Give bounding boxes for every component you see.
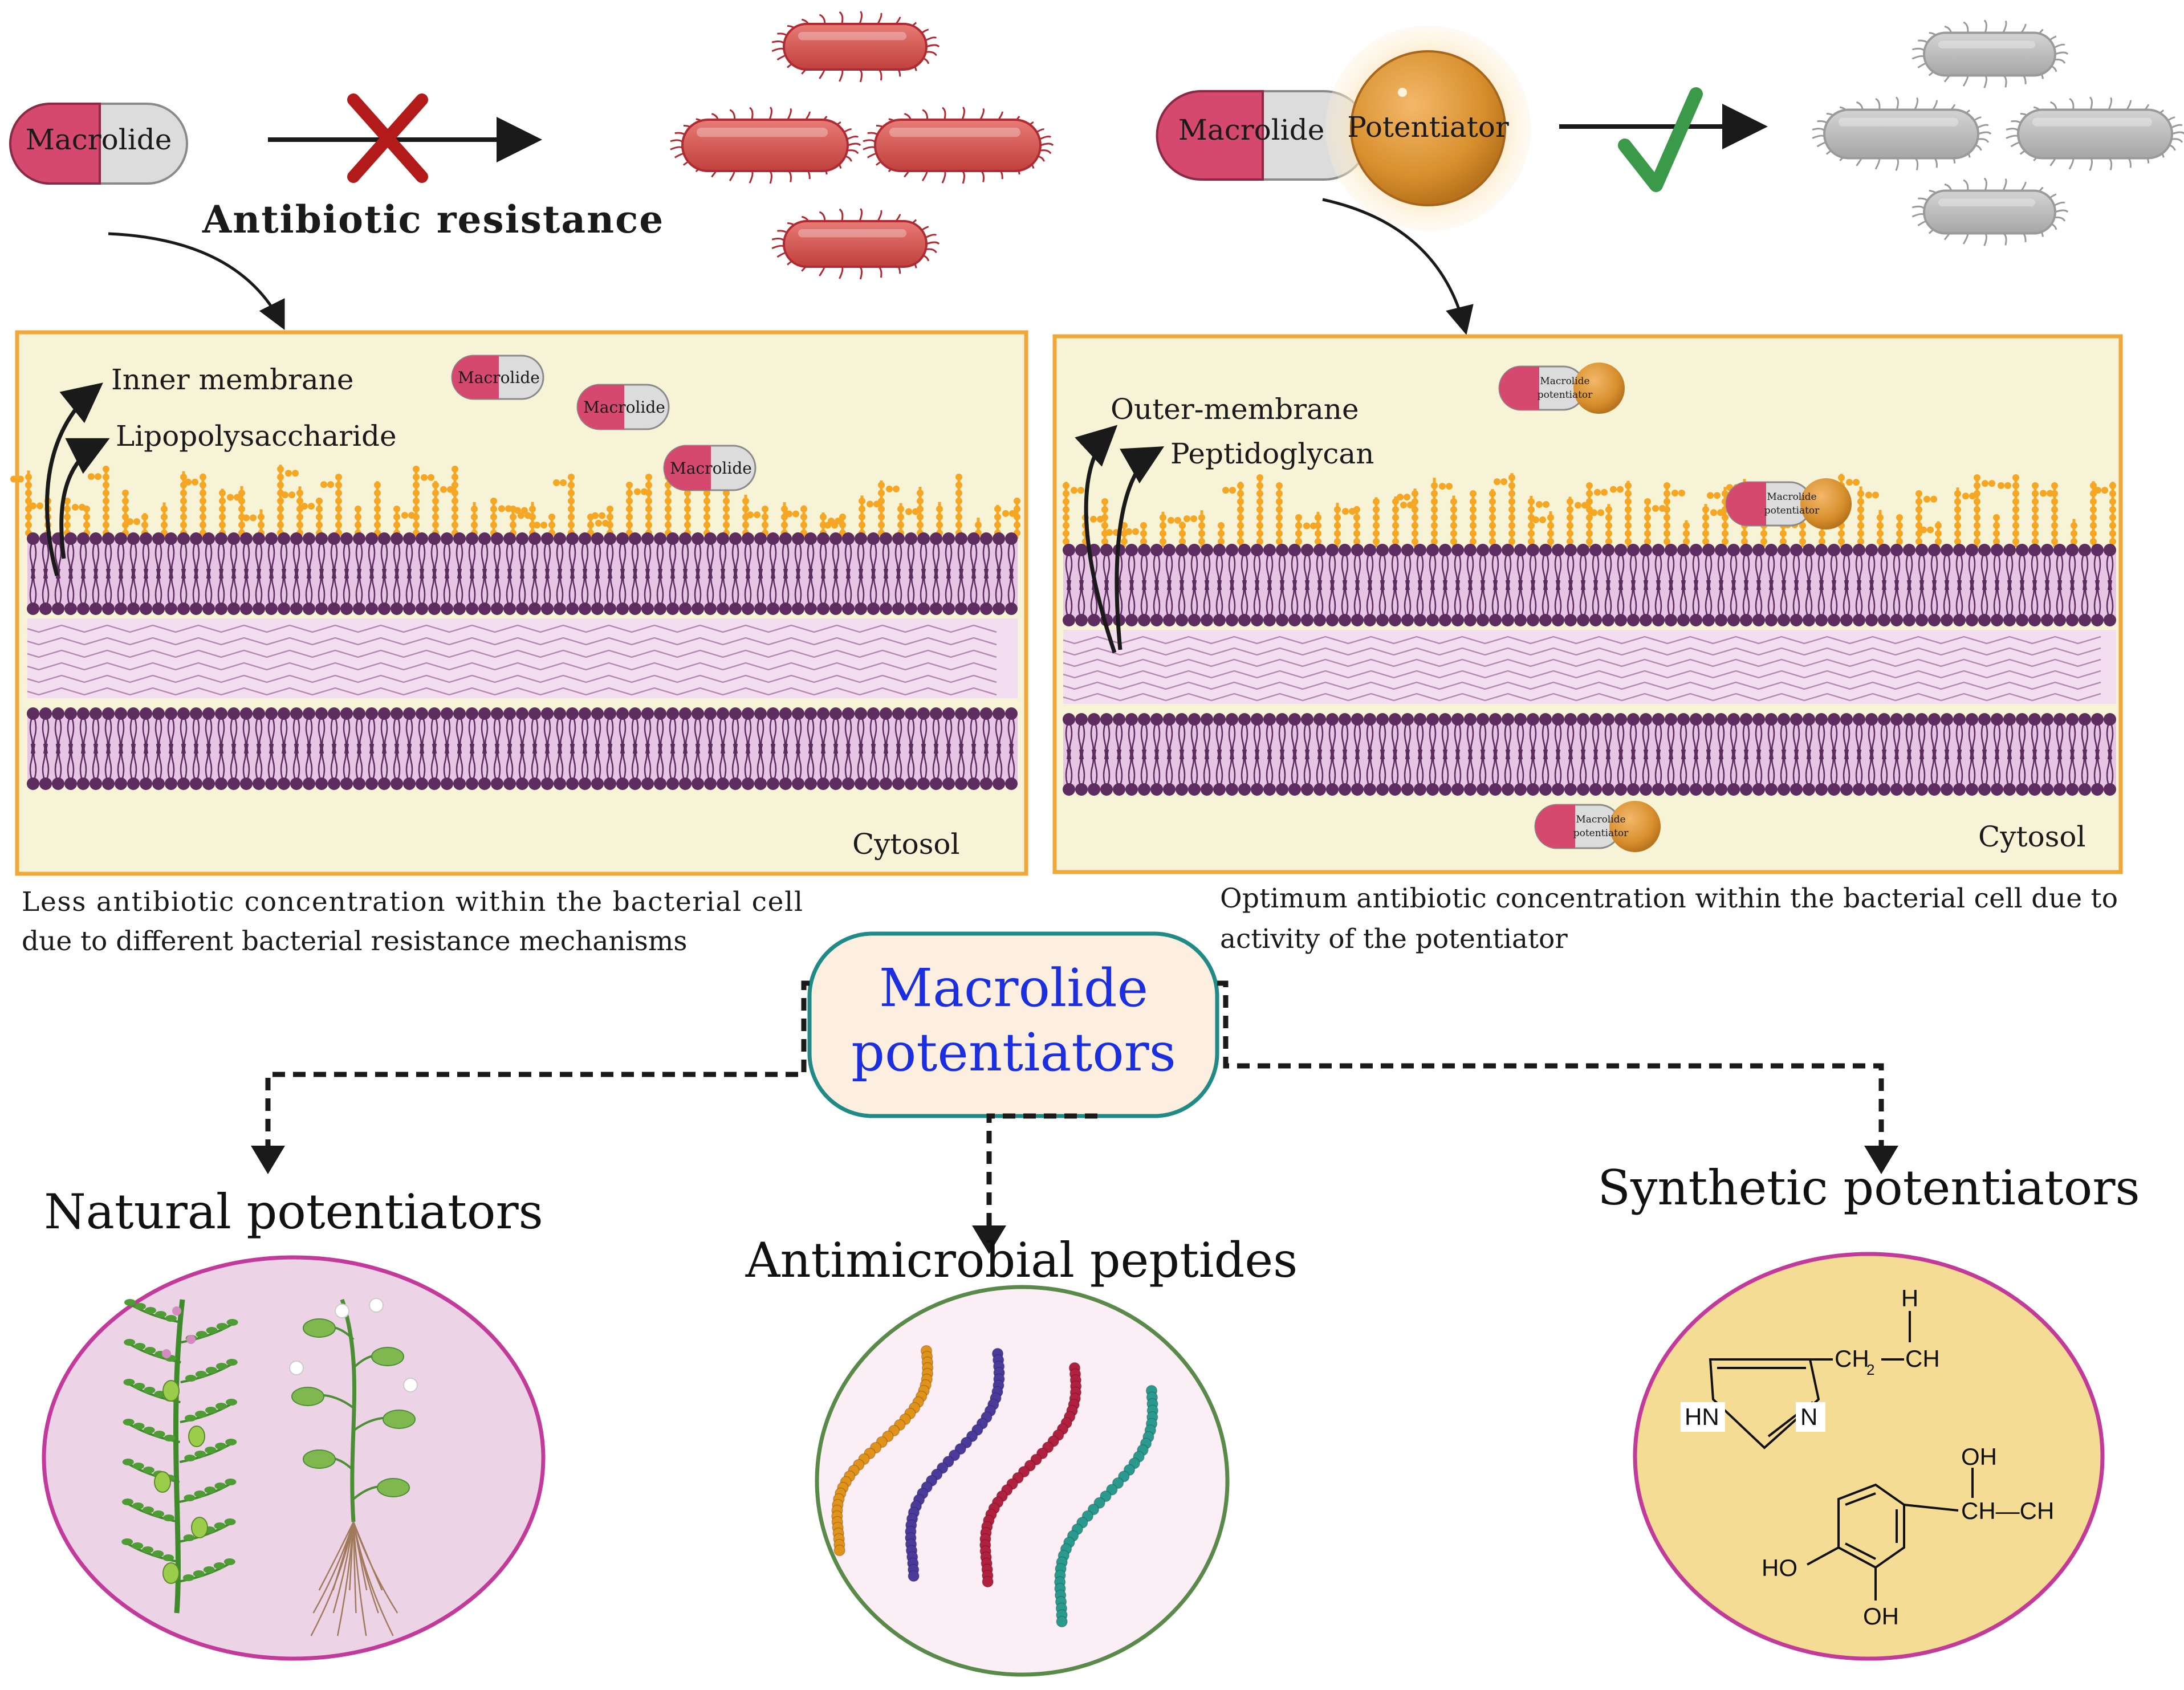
natural-potentiators-illustration [42, 1255, 546, 1661]
atom-ch-ch: CH—CH [1961, 1497, 2054, 1524]
macrolide-capsule: Macrolide [451, 355, 544, 400]
arrow-icon [108, 232, 285, 330]
complex-label-line2: potentiator [1764, 505, 1820, 516]
atom-ho: HO [1762, 1554, 1797, 1581]
bacterium-icon [2006, 96, 2184, 171]
arrow-icon [1075, 425, 1118, 654]
capsule-label: Macrolide [1178, 113, 1325, 146]
antibiotic-resistance-heading: Antibiotic resistance [202, 197, 664, 242]
membrane-bilayers [1063, 544, 2116, 796]
peptidoglycan-label: Peptidoglycan [1170, 437, 1374, 470]
outer-membrane-label: Outer-membrane [1111, 393, 1359, 426]
arrow-icon [972, 1225, 1006, 1254]
macrolide-capsule: Macrolide [663, 445, 757, 491]
synthetic-potentiators-title: Synthetic potentiators [1597, 1160, 2140, 1216]
arrow-icon [59, 438, 110, 559]
left-caption-line2: due to different bacterial resistance me… [22, 926, 687, 957]
complex-label-line2: potentiator [1573, 828, 1629, 839]
complex-label-line1: Macrolide [1767, 491, 1816, 503]
capsule-label: Macrolide [26, 123, 172, 156]
atom-ch2: CH 2 [1835, 1345, 1874, 1378]
plant-icon [121, 1298, 418, 1636]
capsule-label: Macrolide [670, 459, 752, 478]
top-right-combo: Macrolide Potentiator [1156, 26, 1531, 231]
arrow-icon [1115, 446, 1165, 650]
capsule-label: Macrolide [458, 368, 540, 387]
cytosol-label: Cytosol [852, 828, 959, 861]
bacterium-icon [1911, 19, 2069, 88]
atom-h: H [1901, 1285, 1918, 1312]
top-left-macrolide-capsule: Macrolide [9, 103, 188, 185]
right-caption-line1: Optimum antibiotic concentration within … [1220, 883, 2118, 914]
right-caption-line2: activity of the potentiator [1220, 923, 1568, 955]
peptide-chain-icon [831, 1345, 1159, 1628]
bacterium-icon [771, 11, 940, 83]
natural-potentiators-title: Natural potentiators [44, 1184, 543, 1240]
arrow-icon [45, 382, 103, 576]
center-title-line2: potentiators [851, 1022, 1176, 1083]
bacterium-icon [863, 106, 1054, 184]
arrow-icon [1864, 1146, 1898, 1174]
cross-icon [347, 93, 428, 183]
inner-membrane-label: Inner membrane [111, 363, 353, 396]
capsule-label: Macrolide [583, 398, 665, 417]
atom-oh: OH [1863, 1603, 1899, 1630]
synthetic-potentiators-illustration: H CH 2 CH HN N OH CH—CH HO OH [1633, 1252, 2105, 1661]
dashed-connectors [265, 980, 1884, 1225]
check-icon [1618, 87, 1703, 192]
membrane-bilayers [27, 532, 1018, 790]
right-membrane-panel: Outer-membrane Peptidoglycan Macrolide p… [1052, 334, 2123, 874]
cytosol-label: Cytosol [1978, 820, 2085, 853]
lipopolysaccharide-label: Lipopolysaccharide [116, 420, 397, 453]
macrolide-capsule: Macrolide [576, 384, 670, 430]
svg-text:2: 2 [1866, 1361, 1874, 1378]
left-caption-line1: Less antibiotic concentration within the… [22, 886, 803, 918]
macrolide-potentiators-node: Macrolide potentiators [807, 931, 1219, 1118]
bacterium-icon [771, 208, 940, 280]
bacterium-icon [1911, 177, 2069, 246]
macrolide-potentiator-complex: Macrolide potentiator [1534, 801, 1661, 852]
macrolide-potentiator-complex: Macrolide potentiator [1498, 363, 1625, 414]
arrow-icon [251, 1146, 285, 1174]
macrolide-potentiator-complex: Macrolide potentiator [1725, 478, 1852, 530]
left-membrane-panel: Inner membrane Lipopolysaccharide Macrol… [10, 330, 1028, 876]
resistant-bacteria-cluster [670, 11, 1054, 280]
arrow-icon [1322, 198, 1474, 335]
atom-n: N [1800, 1403, 1817, 1430]
atom-ch: CH [1905, 1345, 1940, 1372]
antimicrobial-peptides-illustration [815, 1285, 1230, 1677]
svg-text:CH: CH [1835, 1345, 1869, 1372]
atom-hn: HN [1685, 1403, 1719, 1430]
complex-label-line1: Macrolide [1576, 814, 1625, 825]
atom-oh: OH [1961, 1443, 1997, 1470]
bacterium-icon [670, 106, 861, 184]
complex-label-line1: Macrolide [1540, 376, 1589, 387]
bacterium-icon [1812, 96, 1992, 171]
center-title-line1: Macrolide [879, 958, 1148, 1019]
complex-label-line2: potentiator [1538, 389, 1593, 401]
killed-bacteria-cluster [1812, 19, 2184, 246]
potentiator-label: Potentiator [1347, 111, 1509, 144]
antimicrobial-peptides-title: Antimicrobial peptides [745, 1232, 1298, 1288]
